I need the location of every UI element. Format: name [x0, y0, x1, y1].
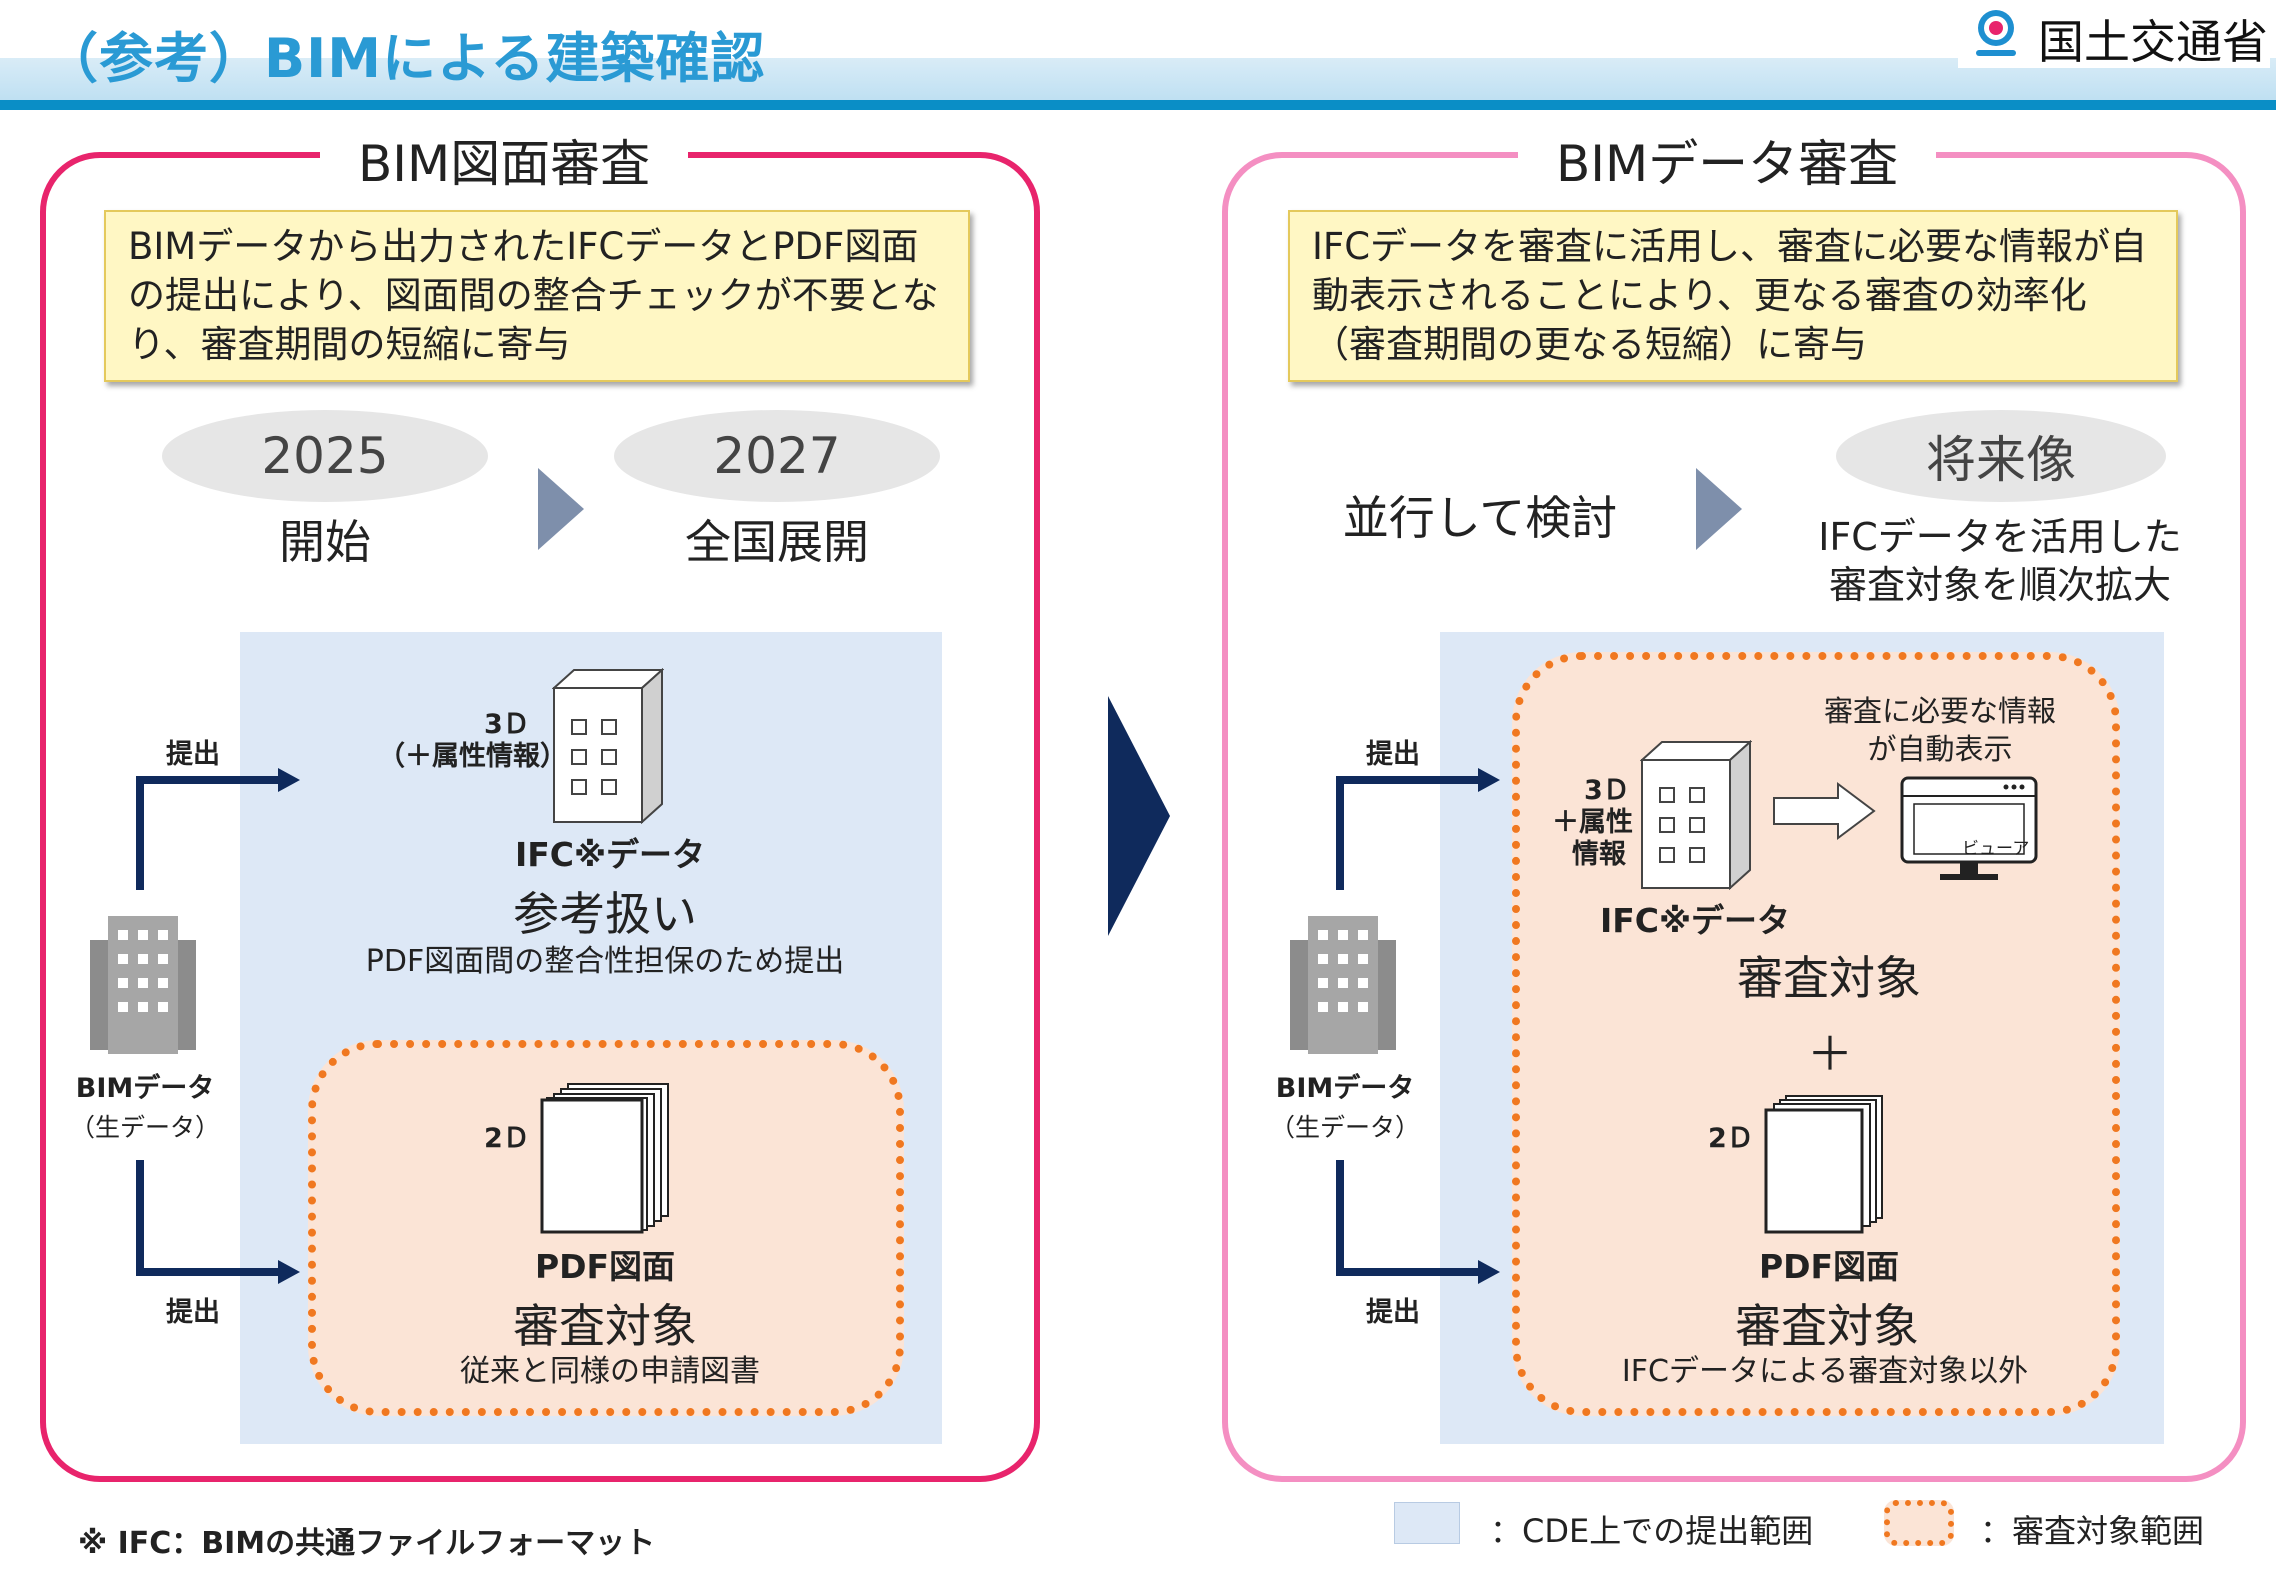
right-bim-sub: （生データ） — [1269, 1113, 1420, 1142]
right-panel-title: BIMデータ審査 — [1518, 124, 1937, 196]
header-rule — [0, 100, 2276, 110]
left-pdf-label: PDF図面 — [534, 1247, 676, 1286]
right-step1-label: 並行して検討 — [1342, 491, 1618, 545]
left-bim-sub: （生データ） — [69, 1113, 220, 1142]
right-auto-line2: が自動表示 — [1867, 732, 2013, 766]
bim-building-icon — [1290, 916, 1396, 1054]
right-pdf-2d: 2Ｄ — [1708, 1123, 1754, 1154]
left-submit-arrows — [136, 768, 300, 1284]
pdf-document-icon — [540, 1083, 669, 1234]
left-submit-bottom-label: 提出 — [166, 1297, 220, 1328]
right-submit-bottom-label: 提出 — [1366, 1297, 1420, 1328]
right-step2-title: 将来像 — [1836, 410, 2166, 502]
pdf-document-icon — [1764, 1095, 1883, 1234]
left-pdf-note: 従来と同様の申請図書 — [460, 1354, 760, 1389]
left-bim-label: BIMデータ — [75, 1073, 215, 1104]
legend-cde-swatch — [1394, 1502, 1460, 1544]
right-submit-top-label: 提出 — [1366, 739, 1420, 770]
footnote: ※ IFC：BIMの共通ファイルフォーマット — [78, 1526, 656, 1561]
left-ifc-note: PDF図面間の整合性担保のため提出 — [365, 944, 845, 979]
header-band — [0, 58, 2276, 100]
left-ifc-3d: 3Ｄ — [484, 709, 530, 740]
legend-review-swatch — [1884, 1500, 1954, 1546]
viewer-monitor-icon — [1900, 776, 2038, 880]
page-title: （参考）BIMによる建築確認 — [44, 27, 766, 90]
right-description: IFCデータを審査に活用し、審査に必要な情報が自動表示されることにより、更なる審… — [1288, 210, 2178, 382]
step-arrow-icon — [1696, 468, 1742, 550]
viewer-label: ビューア — [1962, 839, 2030, 859]
left-step1-year: 2025 — [162, 410, 488, 502]
auto-display-arrow-icon — [1773, 782, 1876, 840]
right-step2-line2: 審査対象を順次拡大 — [1828, 563, 2171, 607]
right-submit-arrows — [1336, 768, 1500, 1284]
right-pdf-note: IFCデータによる審査対象以外 — [1621, 1354, 2029, 1389]
bim-building-icon — [90, 916, 196, 1054]
right-pdf-label: PDF図面 — [1758, 1247, 1900, 1286]
ifc-building-icon — [1640, 740, 1752, 890]
left-step2-year: 2027 — [614, 410, 940, 502]
right-ifc-3d: 3Ｄ — [1584, 775, 1630, 806]
right-step2-line1: IFCデータを活用した — [1818, 515, 2182, 559]
right-ifc-attr2: 情報 — [1572, 839, 1626, 870]
left-ifc-status: 参考扱い — [513, 887, 697, 941]
left-submit-top-label: 提出 — [166, 739, 220, 770]
right-ifc-status: 審査対象 — [1737, 951, 1921, 1005]
left-panel-title: BIM図面審査 — [320, 124, 689, 196]
right-bim-label: BIMデータ — [1275, 1073, 1415, 1104]
right-ifc-attr1: ＋属性 — [1552, 807, 1633, 838]
right-pdf-status: 審査対象 — [1735, 1299, 1919, 1353]
right-plus: ＋ — [1807, 1027, 1853, 1081]
right-ifc-label: IFC※データ — [1599, 901, 1791, 940]
left-step1-label: 開始 — [279, 515, 371, 569]
legend-review-label: ：審査対象範囲 — [1980, 1512, 2205, 1550]
left-pdf-status: 審査対象 — [513, 1299, 697, 1353]
right-auto-line1: 審査に必要な情報 — [1823, 694, 2056, 728]
mlit-logo-icon — [1976, 10, 2016, 56]
ministry-name: 国土交通省 — [2038, 15, 2268, 69]
left-ifc-label: IFC※データ — [514, 835, 706, 874]
left-ifc-attr: （＋属性情報） — [378, 741, 567, 772]
step-arrow-icon — [538, 468, 584, 550]
ifc-building-icon — [552, 668, 664, 824]
left-pdf-2d: 2Ｄ — [484, 1123, 530, 1154]
transition-arrow-icon — [1108, 696, 1170, 936]
legend-cde-label: ：CDE上での提出範囲 — [1490, 1512, 1814, 1550]
left-step2-label: 全国展開 — [685, 515, 869, 569]
left-description: BIMデータから出力されたIFCデータとPDF図面の提出により、図面間の整合チェ… — [104, 210, 970, 382]
